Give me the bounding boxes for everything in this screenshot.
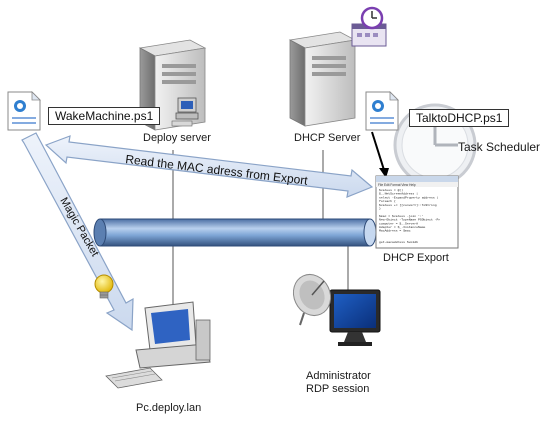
task-scheduler-label: Task Scheduler [458,140,541,154]
deploy-server-label: Deploy server [143,132,211,144]
dhcp-server-label: DHCP Server [294,132,361,144]
export-code-lines: File Edit Format View Help$values = @()$… [378,183,440,244]
export-code-line: select -ExpandProperty address | [379,195,439,199]
admin-rdp-icon [292,274,381,346]
export-code-line: $_.NetScreenAddress | [379,192,418,196]
scheduler-small-icon [351,6,387,47]
wakemachine-script-icon [7,91,41,131]
export-code-line: MacAddress = $mac [379,229,411,233]
export-code-line: $values += [[convert]::ToString [379,203,437,207]
export-menu-bar: File Edit Format View Help [378,183,416,187]
export-code-line: $mac = $values -join ':' [379,214,424,218]
admin-label-line2: RDP session [306,383,370,395]
read-mac-arrow [44,135,374,198]
light-bulb-icon [94,274,114,299]
talktodhcp-script-icon [365,91,399,131]
export-code-line: foreach { [379,199,396,203]
dhcp-server-icon [288,31,357,127]
export-code-line: computer = $_.ServerA [379,221,418,225]
dhcp-export-window: File Edit Format View Help$values = @()$… [375,175,459,249]
read-mac-label: Read the MAC adress from Export [125,152,309,188]
export-code-line: New-Object -TypeName PSObject -Pr [379,218,440,222]
dhcp-export-label: DHCP Export [383,252,449,264]
talktodhcp-script-label: TalktoDHCP.ps1 [409,109,510,127]
export-code-line: $values = @() [379,188,403,192]
client-pc-label: Pc.deploy.lan [136,402,202,414]
network-bus [93,218,377,247]
wakemachine-script-label: WakeMachine.ps1 [48,107,161,125]
export-code-line: get-macaddress Svo1db [379,240,418,244]
export-code-line: } [379,207,381,211]
admin-label-line1: Administrator [306,370,371,382]
client-pc-icon [105,301,211,389]
export-code-line: Adapter = $_.InstanceName [379,225,426,229]
script-to-export-arrow [371,131,389,178]
